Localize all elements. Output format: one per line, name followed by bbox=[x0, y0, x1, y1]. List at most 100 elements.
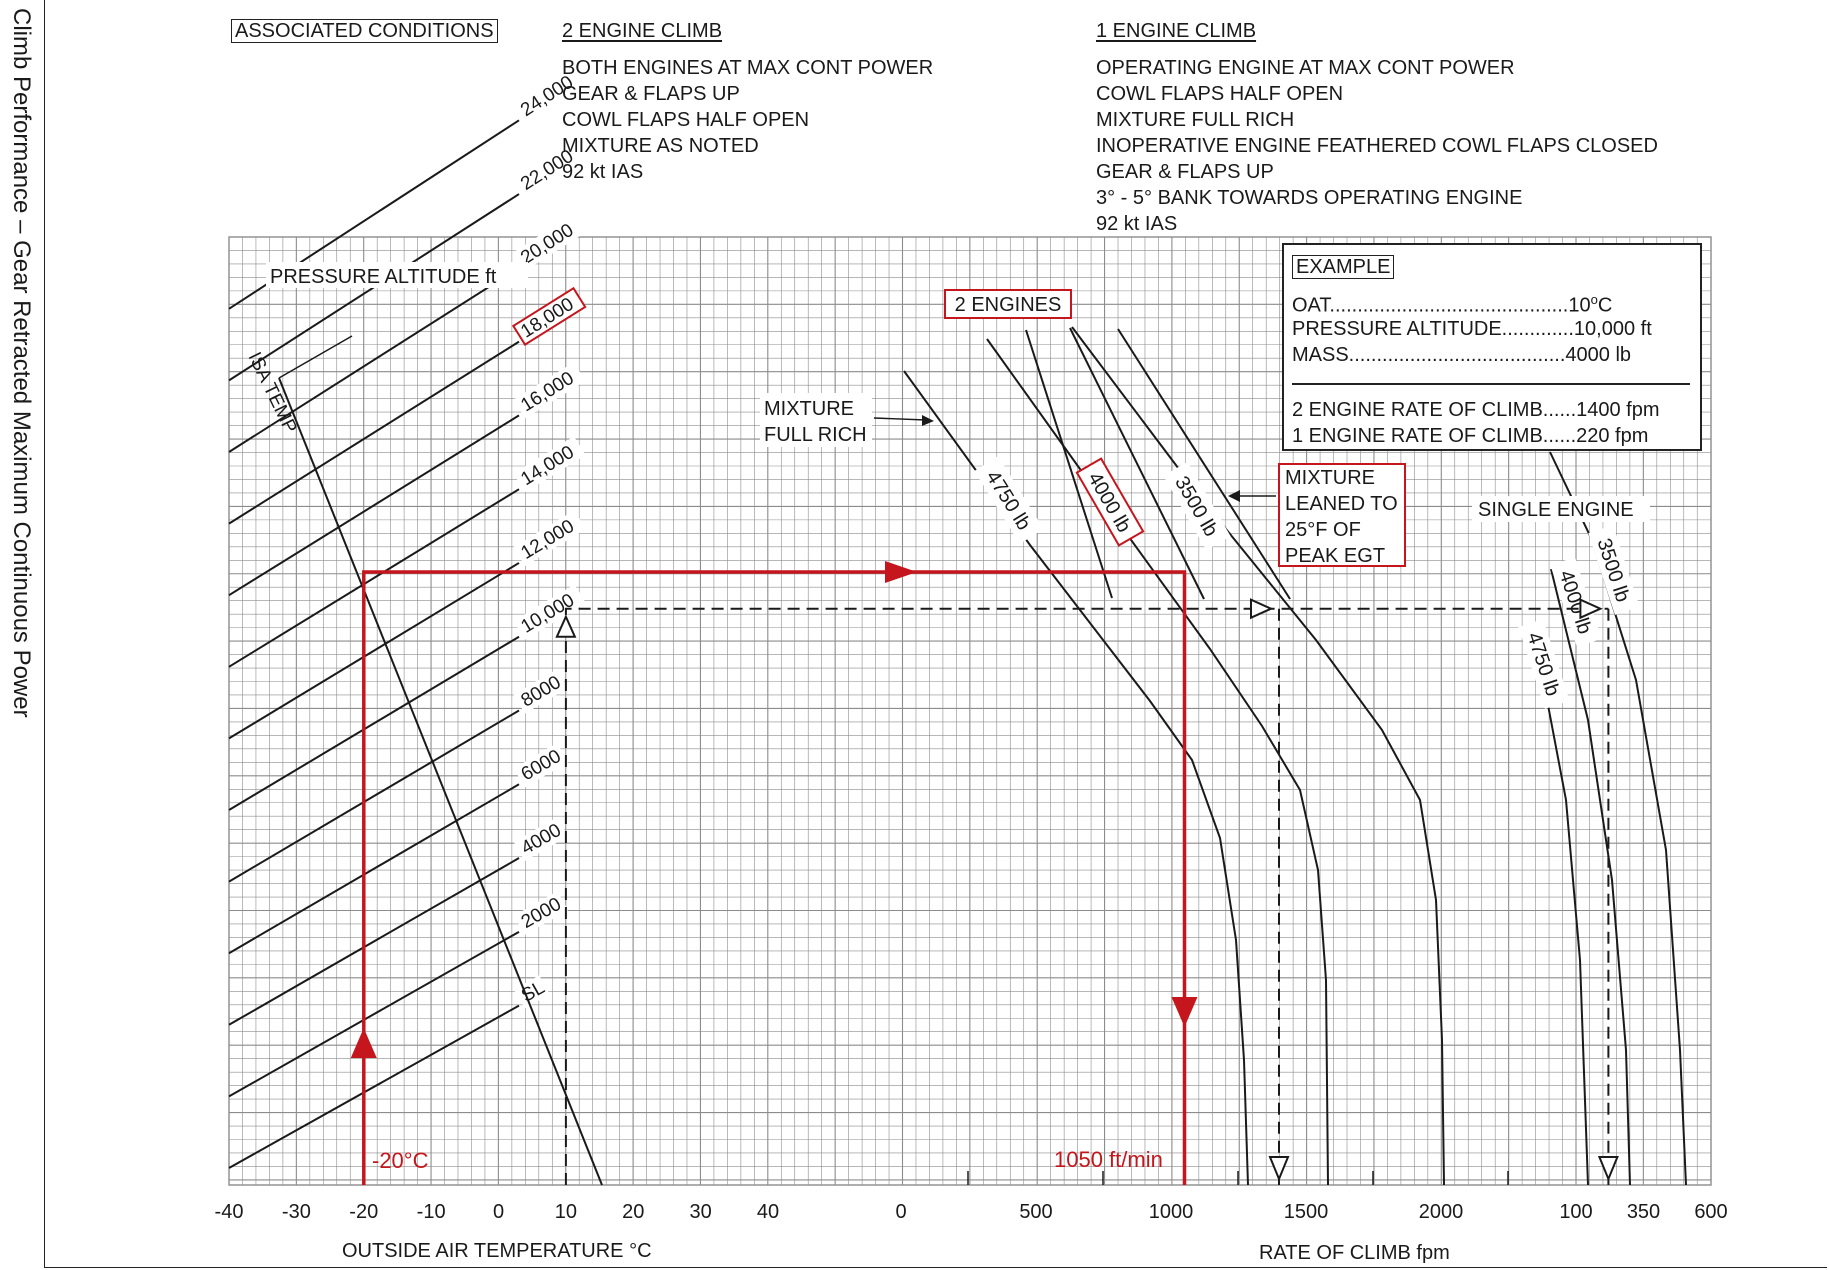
temperature-tick-label: 20 bbox=[622, 1201, 644, 1223]
example-alt-value: 10,000 ft bbox=[1573, 318, 1652, 340]
example-mass-row: MASS....................................… bbox=[1292, 344, 1631, 367]
pressure-altitude-label-bg bbox=[513, 510, 586, 566]
temperature-tick-label: -30 bbox=[282, 1201, 311, 1223]
pressure-altitude-label-bg bbox=[513, 214, 586, 271]
roc-tick-label: 1000 bbox=[1149, 1201, 1194, 1223]
pressure-altitude-label-bg bbox=[513, 669, 568, 714]
leaned-mixture-line bbox=[1069, 327, 1205, 600]
example-roc1-label: 1 ENGINE RATE OF CLIMB...... bbox=[1292, 425, 1577, 447]
red-arrow-right bbox=[885, 561, 917, 583]
one-engine-condition: 3° - 5° BANK TOWARDS OPERATING ENGINE bbox=[1096, 187, 1523, 209]
pressure-altitude-line bbox=[228, 414, 520, 597]
pressure-altitude-label: 20,000 bbox=[517, 220, 577, 269]
mixture-leaned-box: MIXTURE LEANED TO 25°F OF PEAK EGT bbox=[1278, 463, 1406, 567]
example-mass-value: 4000 lb bbox=[1565, 344, 1632, 366]
two-engine-condition: GEAR & FLAPS UP bbox=[562, 83, 740, 105]
two-engine-condition: COWL FLAPS HALF OPEN bbox=[562, 109, 810, 131]
temperature-tick-label: -10 bbox=[417, 1201, 446, 1223]
single-engine-mass-curve bbox=[1550, 568, 1631, 1186]
single-engine-roc-tick-label: 600 bbox=[1694, 1201, 1727, 1223]
mixture-leaned-line: PEAK EGT bbox=[1285, 545, 1386, 567]
single-engine-mass-label-box bbox=[1588, 525, 1640, 615]
associated-conditions-label: ASSOCIATED CONDITIONS bbox=[231, 19, 498, 43]
pressure-altitude-label: 16,000 bbox=[517, 368, 577, 416]
example-roc1-row: 1 ENGINE RATE OF CLIMB......220 fpm bbox=[1292, 425, 1648, 448]
single-engine-mass-label-box bbox=[1550, 557, 1602, 647]
two-engine-mass-curve bbox=[1071, 326, 1445, 1186]
example-alt-row: PRESSURE ALTITUDE.............10,000 ft bbox=[1292, 318, 1652, 341]
example-oat-unit: C bbox=[1597, 294, 1613, 317]
pressure-altitude-label-bg bbox=[513, 66, 585, 124]
mixture-leaned-pointer-head bbox=[1228, 490, 1240, 502]
temperature-tick-label: -20 bbox=[349, 1201, 378, 1223]
single-engine-mass-curve bbox=[1547, 704, 1589, 1186]
two-engine-mass-label-group: 4000 lb bbox=[1075, 457, 1145, 547]
pressure-altitude-label-group: 8000 bbox=[513, 669, 568, 714]
two-engine-mass-label-box bbox=[1075, 457, 1145, 547]
pressure-altitude-label: 12,000 bbox=[517, 516, 578, 564]
pressure-altitude-line bbox=[228, 857, 520, 1026]
single-engine-roc-tick-label: 350 bbox=[1627, 1201, 1660, 1223]
one-engine-condition: COWL FLAPS HALF OPEN bbox=[1096, 83, 1344, 105]
roc-tick-label: 500 bbox=[1019, 1201, 1052, 1223]
example-oat-row: OAT.....................................… bbox=[1292, 292, 1612, 318]
mixture-full-rich-bg bbox=[760, 393, 872, 447]
example-oat-label: OAT.....................................… bbox=[1292, 294, 1569, 317]
temperature-tick-label: 30 bbox=[690, 1201, 712, 1223]
single-engine-roc-tick-label: 100 bbox=[1559, 1201, 1592, 1223]
pressure-altitude-line bbox=[228, 1004, 520, 1169]
temperature-tick-label: -40 bbox=[215, 1201, 244, 1223]
pressure-altitude-line bbox=[228, 783, 520, 955]
example-title: EXAMPLE bbox=[1292, 255, 1395, 279]
page-title: Climb Performance – Gear Retracted Maxim… bbox=[8, 8, 35, 718]
temperature-tick-label: 0 bbox=[493, 1201, 504, 1223]
single-engine-label-bg bbox=[1472, 496, 1650, 522]
isa-temp-line bbox=[278, 377, 603, 1186]
pressure-altitude-label: 2000 bbox=[518, 894, 565, 933]
pressure-altitude-label-bg bbox=[513, 891, 569, 935]
temperature-tick-label: 40 bbox=[757, 1201, 779, 1223]
mixture-leaned-line: LEANED TO bbox=[1285, 493, 1398, 515]
example-roc2-label: 2 ENGINE RATE OF CLIMB...... bbox=[1292, 399, 1577, 421]
pressure-altitude-line bbox=[228, 709, 520, 883]
two-engine-condition: 92 kt IAS bbox=[562, 161, 644, 183]
pressure-altitude-label-group: 14,000 bbox=[513, 436, 586, 493]
pressure-altitude-label-bg bbox=[513, 743, 569, 788]
pressure-altitude-label-group: 18,000 bbox=[511, 286, 587, 346]
mixture-full-rich-pointer-head bbox=[922, 415, 934, 426]
example-oat-degree: o bbox=[1590, 292, 1598, 307]
two-engines-label-box bbox=[944, 289, 1072, 319]
example-arrow-up bbox=[555, 614, 577, 638]
red-annotation-roc: 1050 ft/min bbox=[1054, 1147, 1163, 1172]
pressure-altitude-line bbox=[228, 930, 520, 1098]
example-dashed-path bbox=[564, 607, 1609, 1185]
one-engine-condition: GEAR & FLAPS UP bbox=[1096, 161, 1274, 183]
two-engine-mass-label-box bbox=[1163, 461, 1231, 551]
pressure-altitude-label-group: 10,000 bbox=[513, 584, 586, 640]
roc-tick-label: 1500 bbox=[1284, 1201, 1329, 1223]
red-example-path bbox=[362, 570, 1187, 1185]
example-roc1-value: 220 fpm bbox=[1576, 425, 1649, 447]
pressure-altitude-label-bg bbox=[513, 817, 569, 862]
red-arrow-down bbox=[1171, 997, 1198, 1027]
pressure-altitude-label-group: 6000 bbox=[513, 743, 569, 788]
pressure-altitude-line bbox=[228, 267, 520, 453]
temperature-axis-title: OUTSIDE AIR TEMPERATURE °C bbox=[342, 1240, 652, 1262]
mixture-full-rich-label: FULL RICH bbox=[764, 424, 867, 446]
pressure-altitude-label-bg bbox=[513, 362, 586, 419]
pressure-altitude-title-bg bbox=[266, 262, 528, 288]
leaned-mixture-line bbox=[1117, 328, 1291, 600]
two-engine-mass-label-box bbox=[974, 456, 1044, 544]
example-box: EXAMPLE OAT.............................… bbox=[1282, 243, 1702, 451]
example-arrow-right bbox=[1250, 598, 1274, 620]
two-engine-mass-label-group: 4750 lb bbox=[974, 456, 1044, 544]
single-engine-mass-label-group: 4750 lb bbox=[1518, 619, 1570, 709]
pressure-altitude-label-bg bbox=[511, 286, 587, 346]
pressure-altitude-label-bg bbox=[513, 975, 550, 1009]
example-mass-label: MASS....................................… bbox=[1292, 344, 1566, 366]
pressure-altitude-label-group: 4000 bbox=[513, 817, 569, 862]
two-engines-label-group: 2 ENGINES bbox=[944, 289, 1072, 319]
